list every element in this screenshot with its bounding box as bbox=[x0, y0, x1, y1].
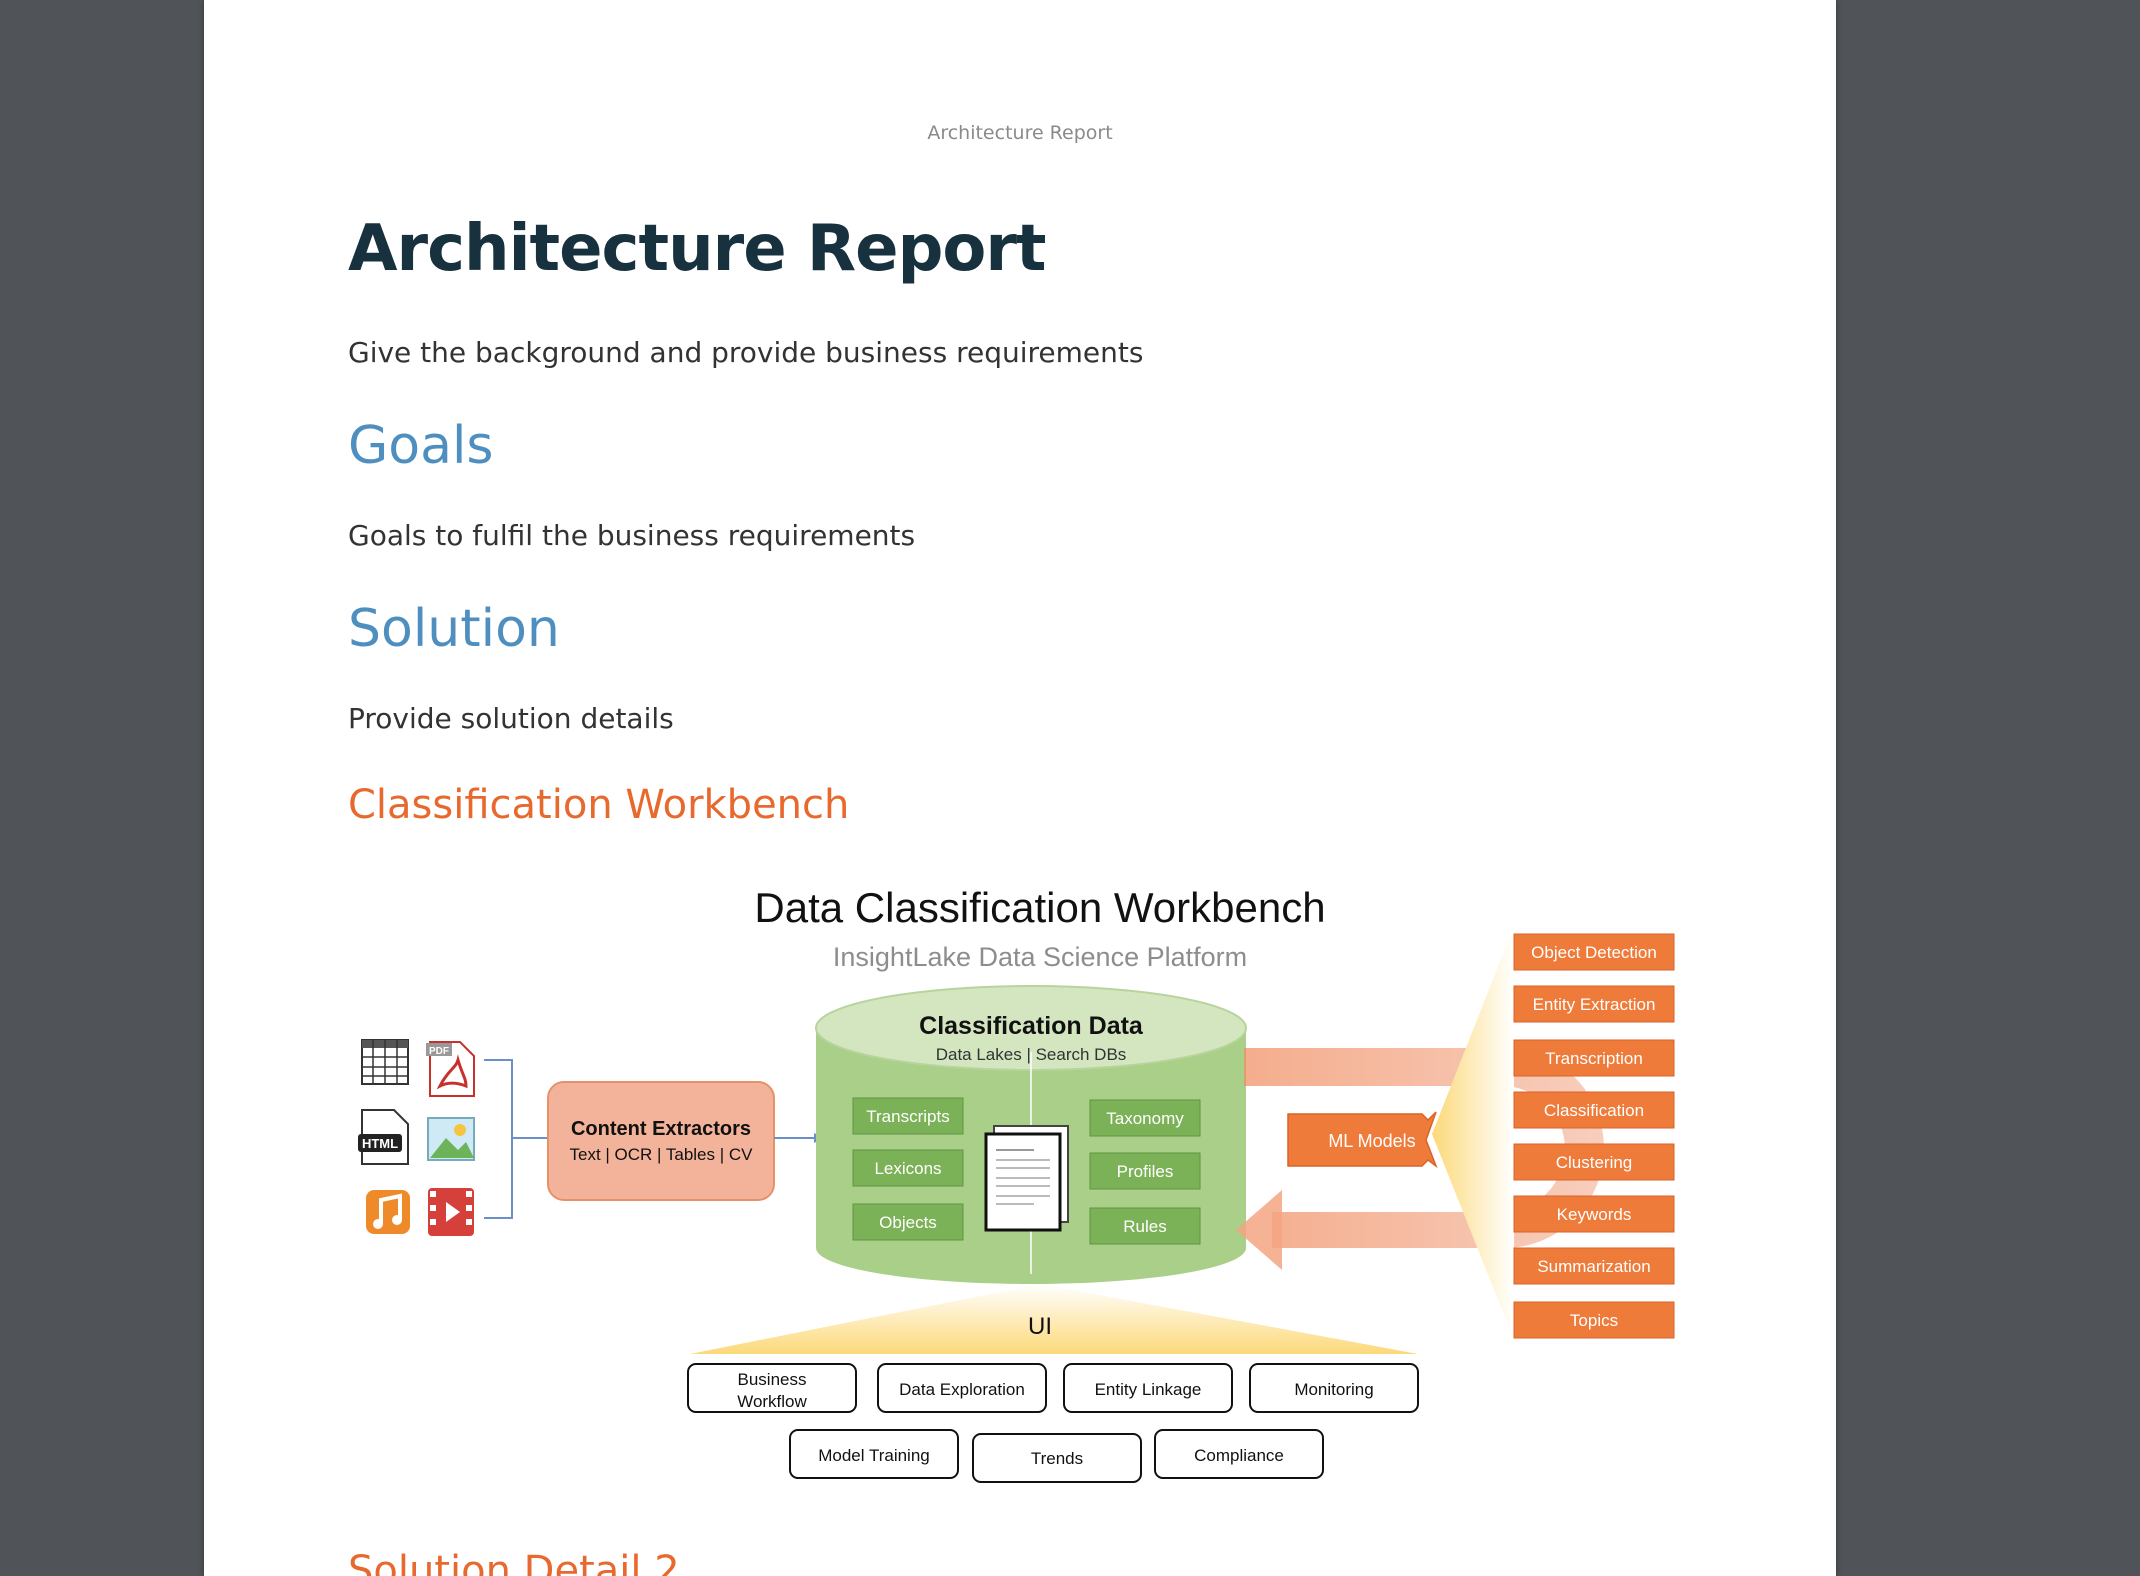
goals-heading: Goals bbox=[348, 416, 494, 476]
ml-item: Transcription bbox=[1545, 1049, 1643, 1068]
ml-items-list: Object Detection Entity Extraction Trans… bbox=[1513, 933, 1675, 1339]
solution-paragraph: Provide solution details bbox=[348, 702, 674, 735]
diagram-subtitle: InsightLake Data Science Platform bbox=[833, 942, 1247, 972]
ml-item: Topics bbox=[1570, 1311, 1618, 1330]
goals-paragraph: Goals to fulfil the business requirement… bbox=[348, 519, 916, 552]
intro-paragraph: Give the background and provide business… bbox=[348, 336, 1144, 369]
solution-detail-2-heading: Solution Detail 2 bbox=[348, 1548, 680, 1576]
ui-item: Entity Linkage bbox=[1095, 1380, 1202, 1399]
ml-item: Classification bbox=[1544, 1101, 1644, 1120]
ml-item: Entity Extraction bbox=[1533, 995, 1656, 1014]
svg-text:Profiles: Profiles bbox=[1117, 1162, 1174, 1181]
ui-item: Compliance bbox=[1194, 1446, 1284, 1465]
ui-item: Model Training bbox=[818, 1446, 930, 1465]
workbench-heading: Classification Workbench bbox=[348, 782, 850, 828]
db-left-items: Transcripts Lexicons Objects bbox=[852, 1097, 964, 1241]
db-item-objects bbox=[852, 1203, 964, 1241]
document-title: Architecture Report bbox=[348, 212, 1046, 286]
ui-item: Monitoring bbox=[1294, 1380, 1373, 1399]
music-icon bbox=[366, 1190, 410, 1234]
document-page: Architecture Report Architecture Report … bbox=[204, 0, 1836, 1576]
spreadsheet-icon bbox=[361, 1039, 409, 1085]
svg-text:Workflow: Workflow bbox=[737, 1392, 807, 1411]
db-item-profiles bbox=[1089, 1152, 1201, 1190]
ui-row-2: Model Training Trends Compliance bbox=[789, 1429, 1324, 1483]
svg-text:Lexicons: Lexicons bbox=[874, 1159, 941, 1178]
ui-item: Data Exploration bbox=[899, 1380, 1025, 1399]
db-item-rules bbox=[1089, 1207, 1201, 1245]
ui-fan bbox=[690, 1284, 1418, 1354]
pdf-icon: PDF bbox=[426, 1041, 475, 1097]
svg-text:Transcripts: Transcripts bbox=[866, 1107, 949, 1126]
running-header: Architecture Report bbox=[927, 122, 1113, 144]
content-extractors-title: Content Extractors bbox=[571, 1118, 751, 1140]
ui-row-1: Business Workflow Data Exploration Entit… bbox=[687, 1363, 1419, 1413]
html-icon-label: HTML bbox=[362, 1136, 398, 1151]
classification-data-subtitle: Data Lakes | Search DBs bbox=[936, 1045, 1127, 1064]
diagram-title: Data Classification Workbench bbox=[754, 884, 1325, 931]
svg-text:Taxonomy: Taxonomy bbox=[1106, 1109, 1184, 1128]
ml-models-label: ML Models bbox=[1328, 1131, 1415, 1151]
diagram-canvas: Data Classification Workbench InsightLak… bbox=[358, 884, 1675, 1483]
content-extractors-subtitle: Text | OCR | Tables | CV bbox=[570, 1145, 754, 1164]
solution-heading: Solution bbox=[348, 599, 560, 659]
ml-item: Summarization bbox=[1537, 1257, 1650, 1276]
video-icon bbox=[428, 1188, 474, 1236]
ml-item: Keywords bbox=[1557, 1205, 1632, 1224]
ml-fan bbox=[1432, 926, 1514, 1340]
ui-label: UI bbox=[1028, 1313, 1052, 1340]
document-icon bbox=[984, 1125, 1069, 1232]
db-item-lexicons bbox=[852, 1149, 964, 1187]
ml-item: Clustering bbox=[1556, 1153, 1633, 1172]
ml-models-box bbox=[1287, 1111, 1438, 1169]
db-item-transcripts bbox=[852, 1097, 964, 1135]
db-right-items: Taxonomy Profiles Rules bbox=[1089, 1099, 1201, 1245]
content-extractors-box bbox=[547, 1081, 775, 1201]
ml-item: Object Detection bbox=[1531, 943, 1657, 962]
svg-text:Business: Business bbox=[738, 1370, 807, 1389]
html-icon: HTML bbox=[358, 1109, 409, 1165]
workbench-diagram: Data Classification Workbench InsightLak… bbox=[204, 860, 1836, 1520]
db-item-taxonomy bbox=[1089, 1099, 1201, 1137]
classification-data-title: Classification Data bbox=[919, 1012, 1144, 1040]
svg-text:Rules: Rules bbox=[1123, 1217, 1166, 1236]
image-icon bbox=[427, 1117, 475, 1161]
ui-item: Trends bbox=[1031, 1449, 1083, 1468]
pdf-icon-label: PDF bbox=[429, 1046, 449, 1057]
svg-text:Objects: Objects bbox=[879, 1213, 937, 1232]
